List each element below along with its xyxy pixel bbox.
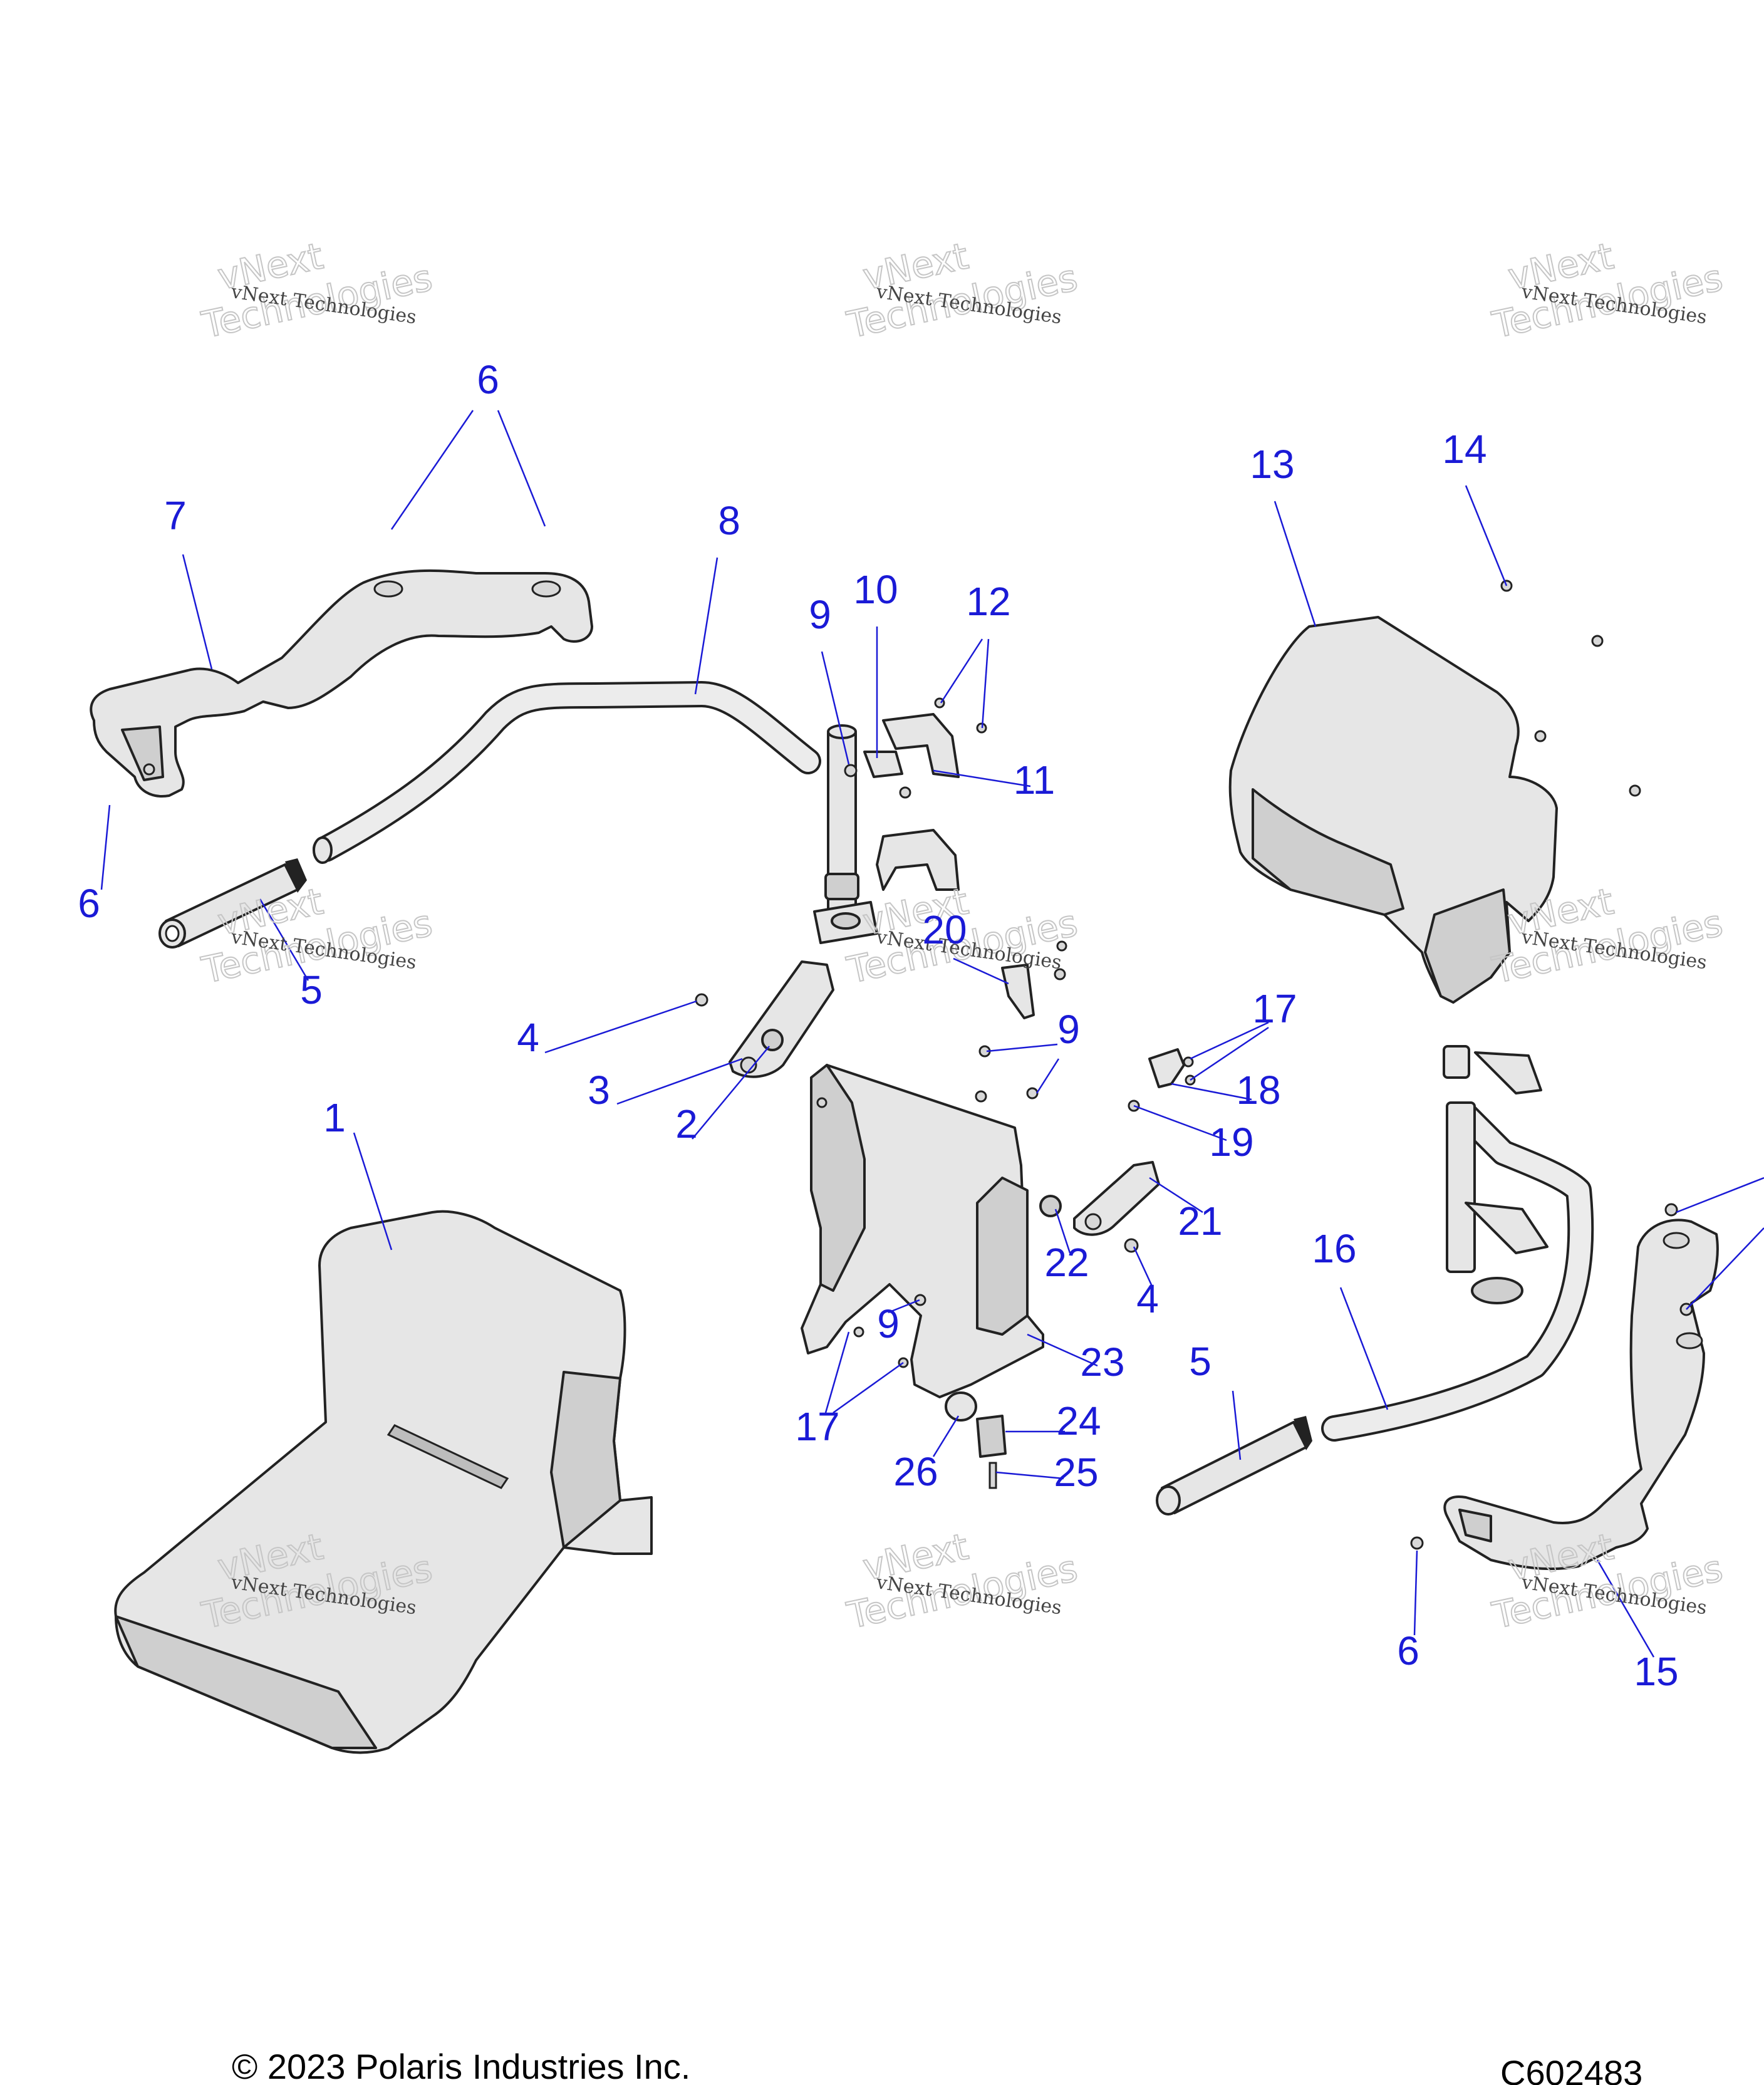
callout-13: 13 — [1250, 442, 1294, 487]
callout-16: 16 — [1312, 1226, 1356, 1271]
callout-10: 10 — [853, 567, 898, 612]
leader-lines — [100, 410, 1764, 1658]
callout-2: 2 — [675, 1101, 698, 1146]
callout-26: 26 — [893, 1449, 938, 1494]
part-8-left-bar — [313, 681, 878, 944]
callout-8: 8 — [718, 498, 740, 543]
callout-21: 21 — [1178, 1198, 1222, 1244]
callout-18: 18 — [1236, 1068, 1280, 1113]
copyright-notice: © 2023 Polaris Industries Inc. — [232, 2047, 690, 2085]
callout-5: 5 — [300, 967, 323, 1012]
callout-14: 14 — [1442, 427, 1486, 472]
callout-4: 4 — [1136, 1276, 1159, 1321]
callout-15: 15 — [1634, 1649, 1678, 1694]
callout-17: 17 — [795, 1404, 839, 1449]
part-5-pin-right — [1156, 1416, 1312, 1516]
callout-19: 19 — [1209, 1120, 1253, 1165]
diagram-code: C602483 — [1500, 2053, 1642, 2085]
callout-7: 7 — [164, 493, 187, 538]
part-20-bracket — [1001, 940, 1067, 1019]
part-13-storage-box — [1228, 580, 1641, 1004]
part-18-bracket — [1128, 1048, 1194, 1112]
callout-11: 11 — [1014, 757, 1055, 803]
callout-1: 1 — [323, 1095, 346, 1140]
callout-5: 5 — [1189, 1339, 1211, 1384]
part-7-left-grab-handle — [90, 569, 593, 798]
watermark: vNext Technologies — [1488, 879, 1727, 992]
callout-9: 9 — [1057, 1007, 1080, 1052]
watermark: vNext Technologies — [197, 234, 437, 347]
bumper-parts — [945, 1391, 1007, 1489]
callout-6: 6 — [477, 357, 499, 402]
callout-4: 4 — [517, 1015, 539, 1060]
watermark: vNext Technologies — [843, 234, 1082, 347]
watermark: vNext Technologies — [843, 1524, 1082, 1638]
callout-9: 9 — [877, 1301, 900, 1346]
callout-3: 3 — [588, 1068, 610, 1113]
part-5-pin-left — [158, 858, 307, 949]
bracket-10-11-12 — [844, 697, 987, 891]
part-1-seat — [114, 1210, 653, 1754]
callout-23: 23 — [1080, 1339, 1124, 1385]
callout-17: 17 — [1252, 986, 1297, 1031]
part-16-right-bar — [1321, 1045, 1594, 1442]
callout-24: 24 — [1056, 1398, 1101, 1443]
callout-25: 25 — [1054, 1450, 1098, 1495]
part-23-mount-bracket — [801, 1045, 1196, 1398]
callout-6: 6 — [1397, 1628, 1419, 1673]
callout-6: 6 — [78, 881, 100, 926]
part-15-right-grab-handle — [1410, 1203, 1719, 1571]
callout-22: 22 — [1044, 1240, 1089, 1285]
callout-12: 12 — [966, 579, 1010, 624]
watermark: vNext Technologies — [1488, 234, 1727, 347]
latch-parts — [695, 960, 1160, 1253]
callout-9: 9 — [809, 592, 831, 637]
callout-20: 20 — [922, 907, 967, 952]
